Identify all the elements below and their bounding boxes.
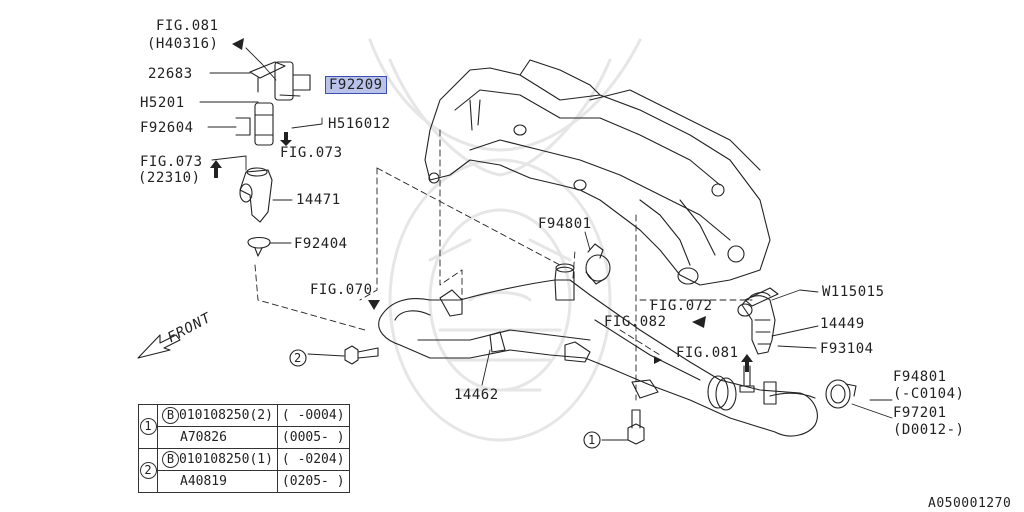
watermark-logo [368,38,642,442]
label-fig081-top: FIG.081 [156,18,219,34]
intake-duct-14462 [378,263,818,437]
arrow-fig073-down [280,132,292,146]
arrow-fig073-up [210,160,222,178]
intake-manifold [424,59,771,286]
label-d0012: (D0012-) [893,422,965,438]
label-fig073-right: FIG.073 [280,145,343,161]
arrow-fig082 [654,356,662,364]
label-fig070: FIG.070 [310,282,373,298]
callout-circle-1 [583,431,601,449]
table-part-cell: A40819 [157,470,278,493]
table-part-cell: A70826 [157,426,278,449]
arrow-fig081-mid [741,354,753,372]
label-14462: 14462 [454,387,499,403]
table-b-badge: B [162,407,179,424]
arrow-fig081-top [232,38,244,50]
arrow-fig072 [692,316,706,328]
label-callout-2: 2 [294,351,302,365]
callout-circle-2 [289,349,307,367]
table-callout-cell: 1 [138,404,158,449]
table-part-number: 010108250(1) [179,452,273,467]
table-range-cell: ( -0004) [276,404,350,427]
table-range-cell: ( -0204) [276,448,350,471]
label-22310: (22310) [138,170,201,186]
label-fig072: FIG.072 [650,298,713,314]
label-fig073-left: FIG.073 [140,154,203,170]
table-row: A70826 (0005- ) [139,426,350,449]
table-callout-2: 2 [139,462,157,479]
clamp-f92404 [247,236,271,257]
label-fig081-mid: FIG.081 [676,345,739,361]
label-f92209[interactable]: F92209 [325,76,387,94]
label-f94801-top: F94801 [538,216,592,232]
stud-f93104 [739,365,755,393]
label-f92404: F92404 [294,236,348,252]
label-fig082: FIG.082 [604,314,667,330]
label-c0104: (-C0104) [893,386,965,402]
label-h516012: H516012 [328,116,391,132]
label-f92604: F92604 [140,120,194,136]
label-f93104: F93104 [820,341,874,357]
label-14449: 14449 [820,316,865,332]
diagram-id: A050001270 [928,496,1012,511]
clamp-f94801-top [585,243,611,285]
label-h5201: H5201 [140,95,185,111]
label-f94801-right: F94801 [893,369,947,385]
pcv-hose-22683 [249,61,311,101]
bolt-2 [344,345,379,365]
clamp-f94801-right [825,379,857,409]
label-14471: 14471 [296,192,341,208]
pcv-pipe-14471 [239,167,273,223]
table-callout-1: 1 [139,418,157,435]
table-b-badge: B [162,451,179,468]
front-arrow-icon [137,334,181,359]
clamp-w115015 [737,287,779,317]
pcv-valve-part [235,102,274,146]
table-part-number: 010108250(2) [179,408,273,423]
label-callout-1: 1 [588,433,596,447]
label-w115015: W115015 [822,284,885,300]
label-h40316: (H40316) [147,36,219,52]
table-range-cell: (0005- ) [276,426,350,449]
label-f97201: F97201 [893,405,947,421]
table-range-cell: (0205- ) [276,470,350,493]
table-row: A40819 (0205- ) [139,470,350,493]
table-callout-cell: 2 [138,448,158,493]
arrow-fig070 [368,300,380,310]
table-part-number: A40819 [180,474,227,489]
label-22683: 22683 [148,66,193,82]
table-part-number: A70826 [180,430,227,445]
bolt-1 [627,409,645,445]
